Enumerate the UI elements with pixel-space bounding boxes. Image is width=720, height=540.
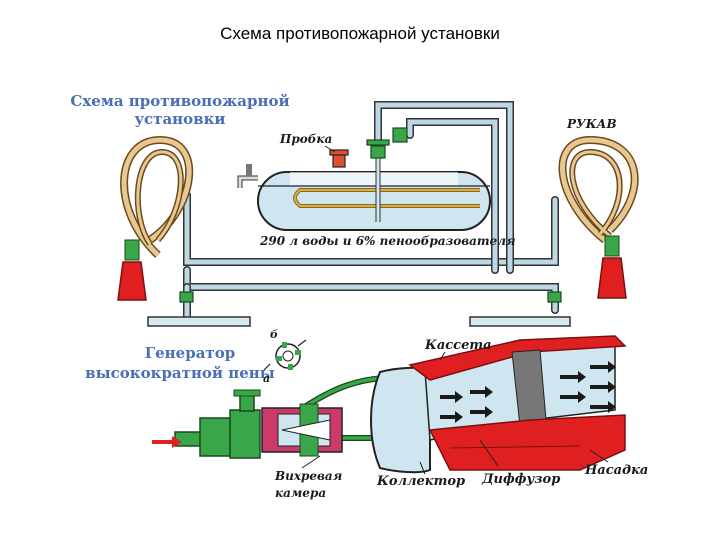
hose-label: РУКАВ [566,117,617,131]
tap-icon [237,164,258,188]
flow-arrows [440,361,616,423]
floor-slabs [147,316,571,327]
letter-a: а [263,372,270,385]
vortex-label-line1: Вихревая [274,469,342,483]
nozzle-label: Насадка [584,463,648,478]
generator-title-line2: высокократной пены [85,364,275,382]
vortex-label-line2: камера [275,486,326,500]
vortex-chamber [261,403,343,457]
water-tank [257,150,491,231]
cassette-label: Кассета [424,338,492,353]
generator-body [370,335,627,474]
plug-label: Пробка [279,132,332,146]
leader-lines [301,351,609,475]
tank-label: 290 л воды и 6% пенообразователя [259,234,516,248]
letter-b: б [270,328,278,341]
left-hose [117,135,194,301]
diffuser-label: Диффузор [481,472,560,487]
generator-title-line1: Генератор [145,344,235,362]
top-title-line1: Схема противопожарной [70,92,289,110]
valve-icons [179,127,562,303]
inlet-coupling [174,389,261,459]
right-hose [558,135,639,299]
slide-title: Схема противопожарной установки [220,24,500,43]
top-title-line2: установки [134,110,225,128]
swirl-detail-icon [263,339,307,371]
collector-label: Коллектор [376,474,465,489]
plug-icon [324,145,349,168]
